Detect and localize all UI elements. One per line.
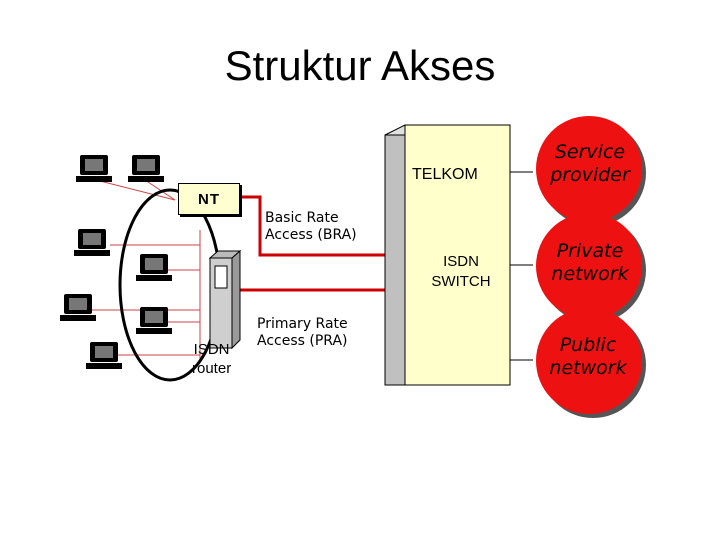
- terminal-icon: [86, 342, 122, 369]
- bra-label-line: Access (BRA): [265, 227, 357, 243]
- private-network-label: Private network: [535, 240, 645, 286]
- pra-label: Primary Rate Access (PRA): [257, 316, 348, 350]
- cloud-label-line: Service: [554, 141, 626, 163]
- pra-label-line: Access (PRA): [257, 333, 348, 349]
- isdn-router: [208, 249, 242, 350]
- cloud-label-line: Private: [556, 240, 624, 262]
- cloud-label-line: network: [551, 263, 629, 285]
- terminal-icon: [60, 294, 96, 321]
- public-network-cloud: [536, 308, 646, 418]
- terminal-icon: [136, 307, 172, 334]
- service-provider-cloud: [536, 116, 646, 226]
- public-network-label: Public network: [533, 334, 643, 380]
- bra-label: Basic Rate Access (BRA): [265, 210, 357, 244]
- switch-label-line: SWITCH: [431, 273, 491, 290]
- cloud-label-line: provider: [550, 164, 630, 186]
- bra-line: [238, 195, 385, 257]
- isdn-switch-box: [384, 124, 511, 386]
- terminal-icons: [60, 155, 172, 369]
- switch-label-line: ISDN: [443, 253, 479, 270]
- pra-label-line: Primary Rate: [257, 316, 348, 332]
- private-network-cloud: [536, 213, 646, 323]
- telkom-label: TELKOM: [412, 166, 478, 183]
- nt-box: NT: [178, 183, 240, 215]
- isdn-switch-label: ISDN SWITCH: [421, 252, 501, 292]
- cloud-label-line: network: [549, 357, 627, 379]
- router-label-line: ISDN: [193, 341, 230, 358]
- page-title: Struktur Akses: [224, 42, 496, 89]
- cloud-label-line: Public: [559, 334, 617, 356]
- terminal-icon: [136, 254, 172, 281]
- terminal-icon: [74, 229, 110, 256]
- service-provider-label: Service provider: [535, 141, 645, 187]
- router-label-line: router: [192, 360, 232, 377]
- isdn-router-label: ISDN router: [192, 340, 231, 378]
- terminal-icon: [76, 155, 112, 182]
- switch-cloud-links: [510, 171, 533, 361]
- terminal-icon: [128, 155, 164, 182]
- nt-label: NT: [198, 190, 220, 208]
- bra-label-line: Basic Rate: [265, 210, 339, 226]
